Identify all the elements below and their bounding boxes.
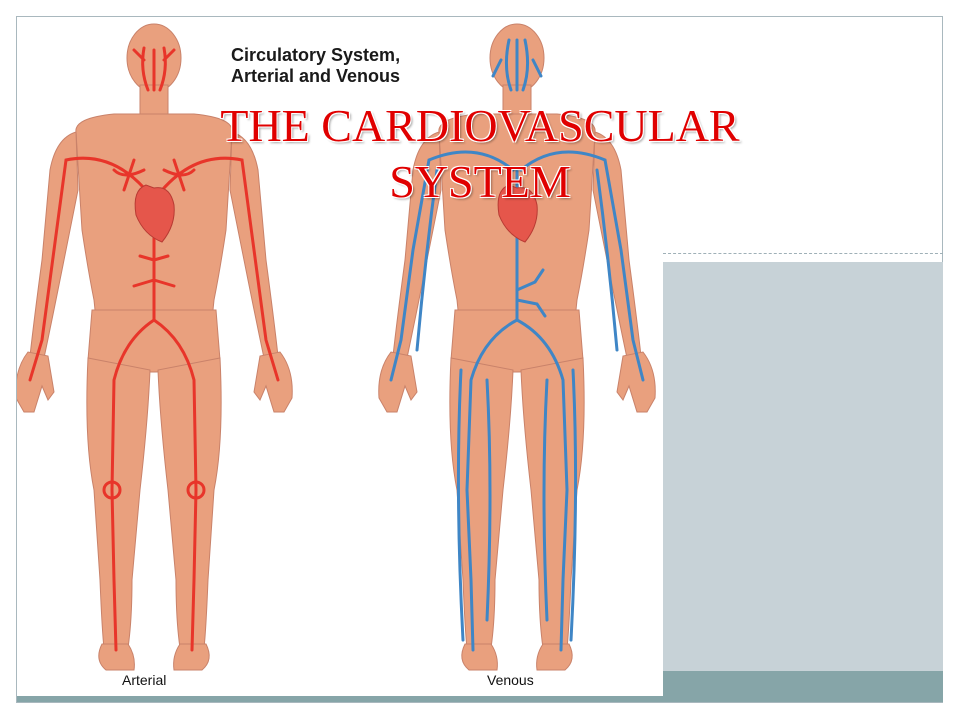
slide-title-line2: SYSTEM [389, 156, 571, 207]
slide-title-line1: THE CARDIOVASCULAR [220, 100, 740, 151]
arterial-body [17, 23, 293, 671]
artery-network [28, 46, 280, 652]
heart-arterial [134, 184, 175, 243]
side-panel [663, 262, 943, 671]
slide-title: THE CARDIOVASCULAR SYSTEM [120, 98, 840, 210]
circulatory-figure: Circulatory System, Arterial and Venous … [17, 20, 663, 696]
figure-title: Circulatory System, Arterial and Venous [231, 45, 400, 87]
figure-title-line1: Circulatory System, [231, 45, 401, 65]
heart-venous [497, 184, 538, 243]
figure-title-line2: Arterial and Venous [231, 66, 401, 86]
caption-arterial: Arterial [122, 672, 167, 688]
vein-network [389, 38, 645, 652]
venous-body [378, 23, 656, 671]
caption-venous: Venous [487, 672, 534, 688]
slide-divider [663, 253, 943, 254]
circulatory-illustration [17, 23, 656, 671]
